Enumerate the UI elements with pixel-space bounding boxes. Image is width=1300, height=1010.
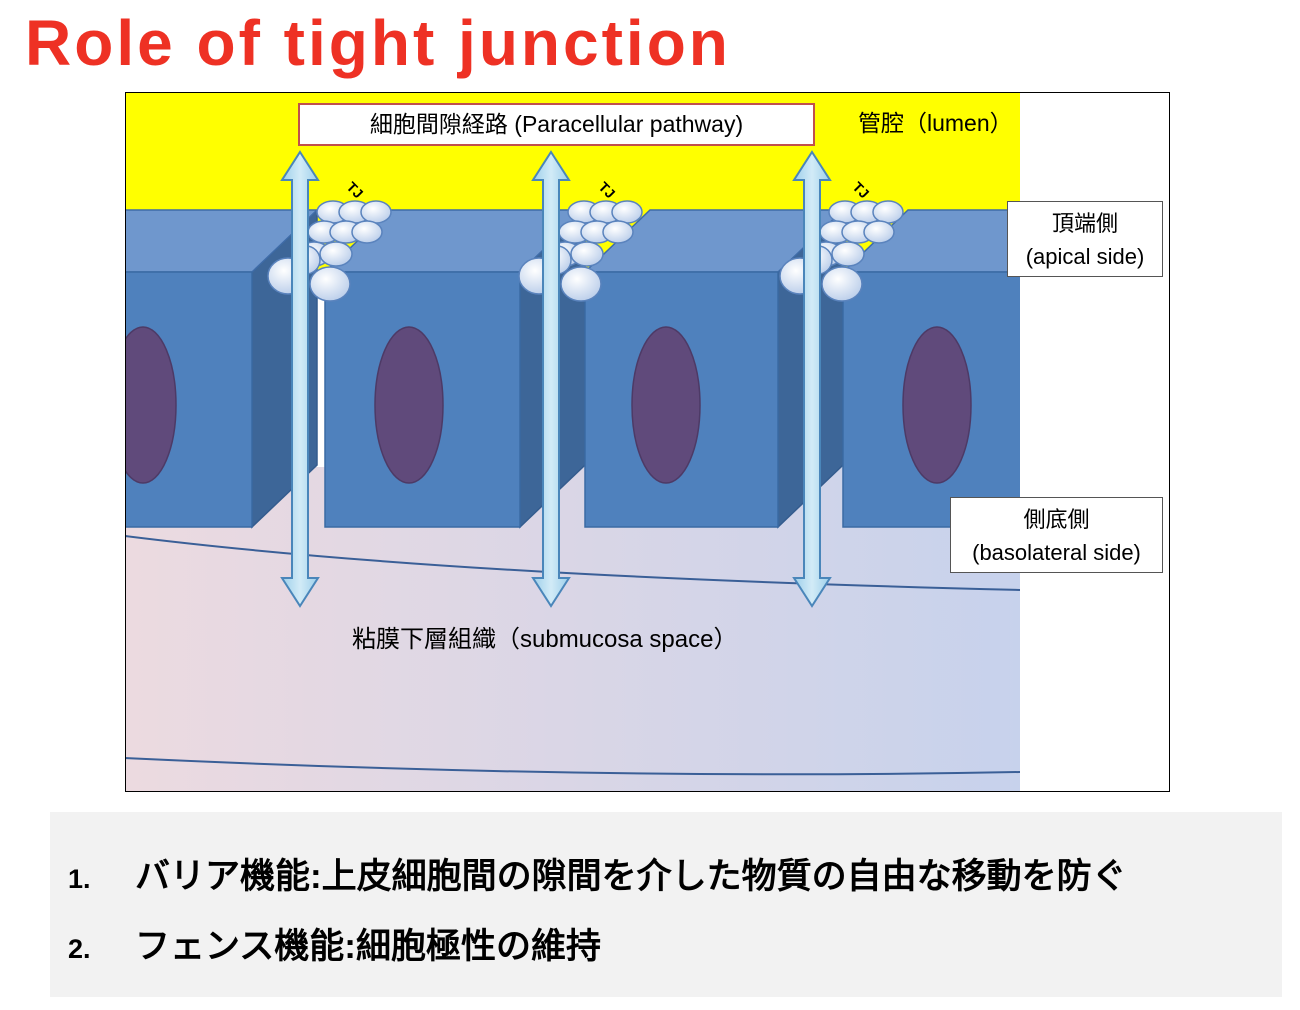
- tight-junction-strand: [309, 266, 351, 302]
- list-text: バリア機能:上皮細胞間の隙間を介した物質の自由な移動を防ぐ: [135, 857, 1127, 896]
- list-number: 2.: [68, 934, 91, 964]
- lumen-label: 管腔（lumen）: [858, 110, 1013, 136]
- diagram-frame: [125, 92, 1170, 792]
- cell-nucleus: [374, 326, 444, 484]
- paracellular-arrows: [280, 150, 832, 608]
- tight-junction-strand: [611, 200, 643, 224]
- apical-side-label-en: (apical side): [1025, 244, 1145, 269]
- intercellular-gap: [316, 295, 326, 467]
- slide-title: Role of tight junction: [25, 7, 731, 79]
- functions-panel: [50, 812, 1282, 997]
- cell-nucleus: [631, 326, 701, 484]
- tight-junction-strand: [831, 241, 865, 267]
- tight-junction-strand: [821, 266, 863, 302]
- epithelial-cell: [583, 208, 845, 529]
- tight-junction-strand: [360, 200, 392, 224]
- tight-junction-strand: [602, 220, 634, 244]
- list-text: フェンス機能:細胞極性の維持: [135, 927, 601, 966]
- function-item-fence: 2. フェンス機能:細胞極性の維持: [68, 918, 601, 969]
- paracellular-double-arrow: [531, 150, 571, 608]
- list-number: 1.: [68, 864, 91, 894]
- cell-nucleus: [125, 326, 177, 484]
- paracellular-double-arrow: [792, 150, 832, 608]
- apical-side-label: 頂端側 (apical side): [1007, 201, 1163, 277]
- tissue-layer: [125, 92, 1020, 792]
- paracellular-pathway-label: 細胞間隙経路 (Paracellular pathway): [298, 103, 815, 146]
- tight-junction-strand: [351, 220, 383, 244]
- cell-nucleus: [902, 326, 972, 484]
- submucosa-label: 粘膜下層組織（submucosa space）: [352, 626, 738, 653]
- epithelial-cell: [841, 209, 1020, 528]
- tight-junction-strand: [872, 200, 904, 224]
- basolateral-side-label: 側底側 (basolateral side): [950, 497, 1163, 573]
- submucosa-boundary-line: [125, 757, 1020, 776]
- apical-side-label-ja: 頂端側: [1051, 211, 1118, 236]
- basolateral-side-label-en: (basolateral side): [972, 540, 1141, 565]
- tight-junction-strand: [863, 220, 895, 244]
- function-item-barrier: 1. バリア機能:上皮細胞間の隙間を介した物質の自由な移動を防ぐ: [68, 848, 1127, 899]
- tight-junction-strand: [570, 241, 604, 267]
- paracellular-double-arrow: [280, 150, 320, 608]
- basolateral-side-label-ja: 側底側: [1023, 507, 1090, 532]
- tight-junction-strand: [560, 266, 602, 302]
- tight-junction-strand: [319, 241, 353, 267]
- tight-junction-diagram: TJ TJ TJ: [125, 92, 1170, 792]
